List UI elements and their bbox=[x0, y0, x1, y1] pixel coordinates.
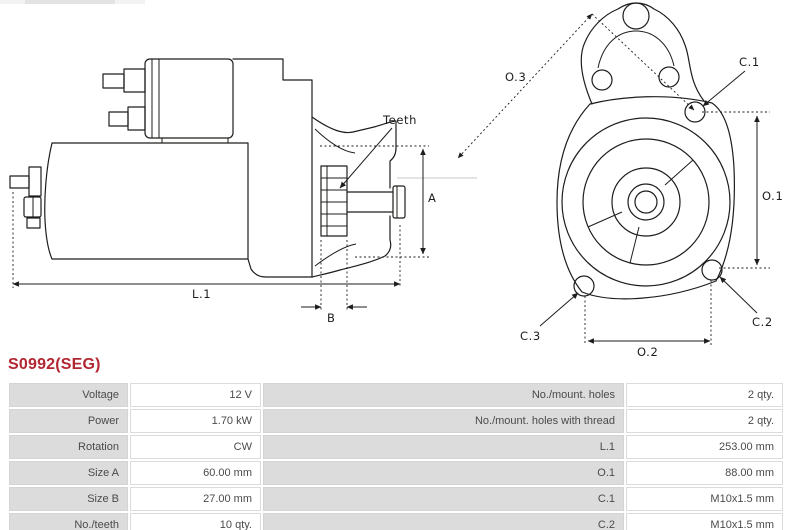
solenoid bbox=[144, 58, 234, 139]
spec-label-cell: C.2 bbox=[263, 513, 624, 530]
callout-c1: C.1 bbox=[702, 55, 760, 107]
dim-label-c3: C.3 bbox=[520, 329, 541, 343]
spec-row: Size B 27.00 mm C.1 M10x1.5 mm bbox=[9, 487, 783, 511]
spec-row: No./teeth 10 qty. C.2 M10x1.5 mm bbox=[9, 513, 783, 530]
rear-small-stud bbox=[26, 217, 41, 229]
callout-c3: C.3 bbox=[520, 292, 579, 343]
spec-label-cell: L.1 bbox=[263, 435, 624, 459]
mounting-flange bbox=[556, 96, 735, 300]
dim-label-o2: O.2 bbox=[637, 345, 658, 359]
dim-label-b: B bbox=[327, 311, 336, 325]
dimension-o2: O.2 bbox=[584, 280, 712, 359]
dim-label-o3: O.3 bbox=[505, 70, 526, 84]
mount-hole-top-right bbox=[684, 101, 706, 123]
bell-top-hole bbox=[622, 2, 650, 30]
hub-spokes bbox=[587, 159, 694, 264]
spec-value-cell: 60.00 mm bbox=[130, 461, 261, 485]
spec-value-cell: M10x1.5 mm bbox=[626, 513, 783, 530]
spec-value-cell: 1.70 kW bbox=[130, 409, 261, 433]
drive-housing bbox=[232, 58, 313, 278]
dim-label-a: A bbox=[428, 191, 436, 205]
spec-value-cell: 253.00 mm bbox=[626, 435, 783, 459]
spec-label-cell: Power bbox=[9, 409, 128, 433]
spec-label-cell: No./mount. holes with thread bbox=[263, 409, 624, 433]
spec-label-cell: Size A bbox=[9, 461, 128, 485]
shaft bbox=[346, 191, 394, 213]
dimension-a: A bbox=[320, 145, 436, 258]
spec-label-cell: No./teeth bbox=[9, 513, 128, 530]
spec-value-cell: 12 V bbox=[130, 383, 261, 407]
spec-value-cell: 27.00 mm bbox=[130, 487, 261, 511]
spec-value-cell: M10x1.5 mm bbox=[626, 487, 783, 511]
callout-c2: C.2 bbox=[719, 276, 773, 329]
dimension-o1: O.1 bbox=[702, 111, 783, 269]
screen-edge-artifact bbox=[0, 0, 145, 4]
solenoid-stud-upper-thread bbox=[102, 73, 125, 89]
solenoid-stud-upper-nut bbox=[123, 68, 146, 93]
solenoid-stud-lower-thread bbox=[108, 111, 129, 127]
spec-label-cell: No./mount. holes bbox=[263, 383, 624, 407]
solenoid-stud-lower-nut bbox=[127, 106, 146, 131]
spec-label-cell: O.1 bbox=[263, 461, 624, 485]
part-number-title: S0992(SEG) bbox=[8, 356, 101, 373]
mount-hole-bottom-left bbox=[573, 275, 595, 297]
spec-label-cell: Size B bbox=[9, 487, 128, 511]
flange-outer-circle bbox=[561, 117, 731, 287]
spec-value-cell: 2 qty. bbox=[626, 409, 783, 433]
spec-value-cell: 10 qty. bbox=[130, 513, 261, 530]
spec-row: Size A 60.00 mm O.1 88.00 mm bbox=[9, 461, 783, 485]
spec-label-cell: Rotation bbox=[9, 435, 128, 459]
teeth-callout: Teeth bbox=[339, 113, 417, 189]
shaft-nut bbox=[392, 185, 406, 219]
spec-value-cell: 2 qty. bbox=[626, 383, 783, 407]
pinion-gear bbox=[320, 165, 348, 237]
spec-row: Rotation CW L.1 253.00 mm bbox=[9, 435, 783, 459]
teeth-label: Teeth bbox=[382, 113, 417, 127]
spec-row: Power 1.70 kW No./mount. holes with thre… bbox=[9, 409, 783, 433]
spec-label-cell: C.1 bbox=[263, 487, 624, 511]
bell-housing bbox=[580, 2, 705, 105]
front-view-drawing: O.3 O.1 O.2 C.1 C.2 bbox=[457, 2, 783, 359]
dim-label-c2: C.2 bbox=[752, 315, 773, 329]
dim-label-l1: L.1 bbox=[192, 287, 211, 301]
nose-cone bbox=[311, 116, 397, 189]
dimension-b: B bbox=[301, 240, 367, 325]
dim-label-c1: C.1 bbox=[739, 55, 760, 69]
bell-hole-left bbox=[591, 69, 613, 91]
spec-table: Voltage 12 V No./mount. holes 2 qty. Pow… bbox=[7, 381, 785, 530]
dim-label-o1: O.1 bbox=[762, 189, 783, 203]
spec-value-cell: CW bbox=[130, 435, 261, 459]
rear-terminal-block bbox=[28, 166, 42, 197]
dimension-o3: O.3 bbox=[457, 13, 695, 159]
spec-label-cell: Voltage bbox=[9, 383, 128, 407]
spec-value-cell: 88.00 mm bbox=[626, 461, 783, 485]
bell-hole-right bbox=[658, 66, 680, 88]
mount-hole-bottom-right bbox=[701, 259, 723, 281]
side-view-drawing: L.1 A B Teeth bbox=[9, 58, 477, 325]
motor-body bbox=[44, 142, 249, 260]
technical-drawing: L.1 A B Teeth bbox=[9, 2, 783, 359]
rear-threaded-stud bbox=[9, 175, 30, 189]
dimension-l1: L.1 bbox=[12, 192, 401, 301]
spec-row: Voltage 12 V No./mount. holes 2 qty. bbox=[9, 383, 783, 407]
